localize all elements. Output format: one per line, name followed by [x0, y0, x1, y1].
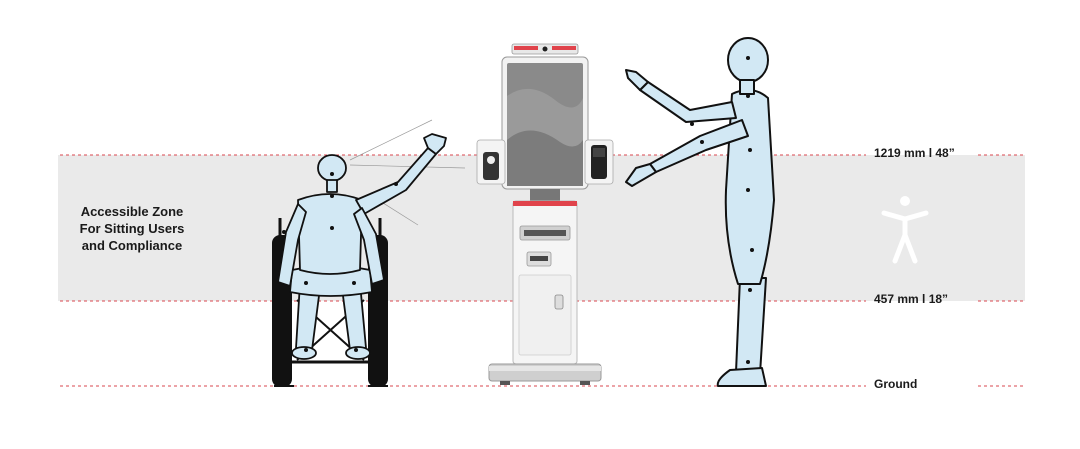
- height-guides: [60, 154, 1024, 387]
- self-service-kiosk: [476, 43, 614, 385]
- zone-label-line-2: For Sitting Users: [79, 221, 185, 236]
- cabinet-lock: [554, 294, 564, 310]
- qr-scanner: [483, 152, 499, 180]
- zone-label-line-3: and Compliance: [81, 238, 183, 253]
- wheelchair-user-figure: [272, 133, 447, 387]
- lower-height-label: 457 mm l 18”: [874, 292, 949, 306]
- zone-label-line-1: Accessible Zone: [80, 204, 184, 219]
- upper-height-label: 1219 mm l 48”: [874, 146, 955, 160]
- standing-user-figure: [625, 37, 775, 387]
- accessibility-person-icon: [881, 196, 929, 264]
- accessible-zone-label: Accessible Zone For Sitting Users and Co…: [72, 203, 192, 254]
- ground-label: Ground: [874, 377, 918, 391]
